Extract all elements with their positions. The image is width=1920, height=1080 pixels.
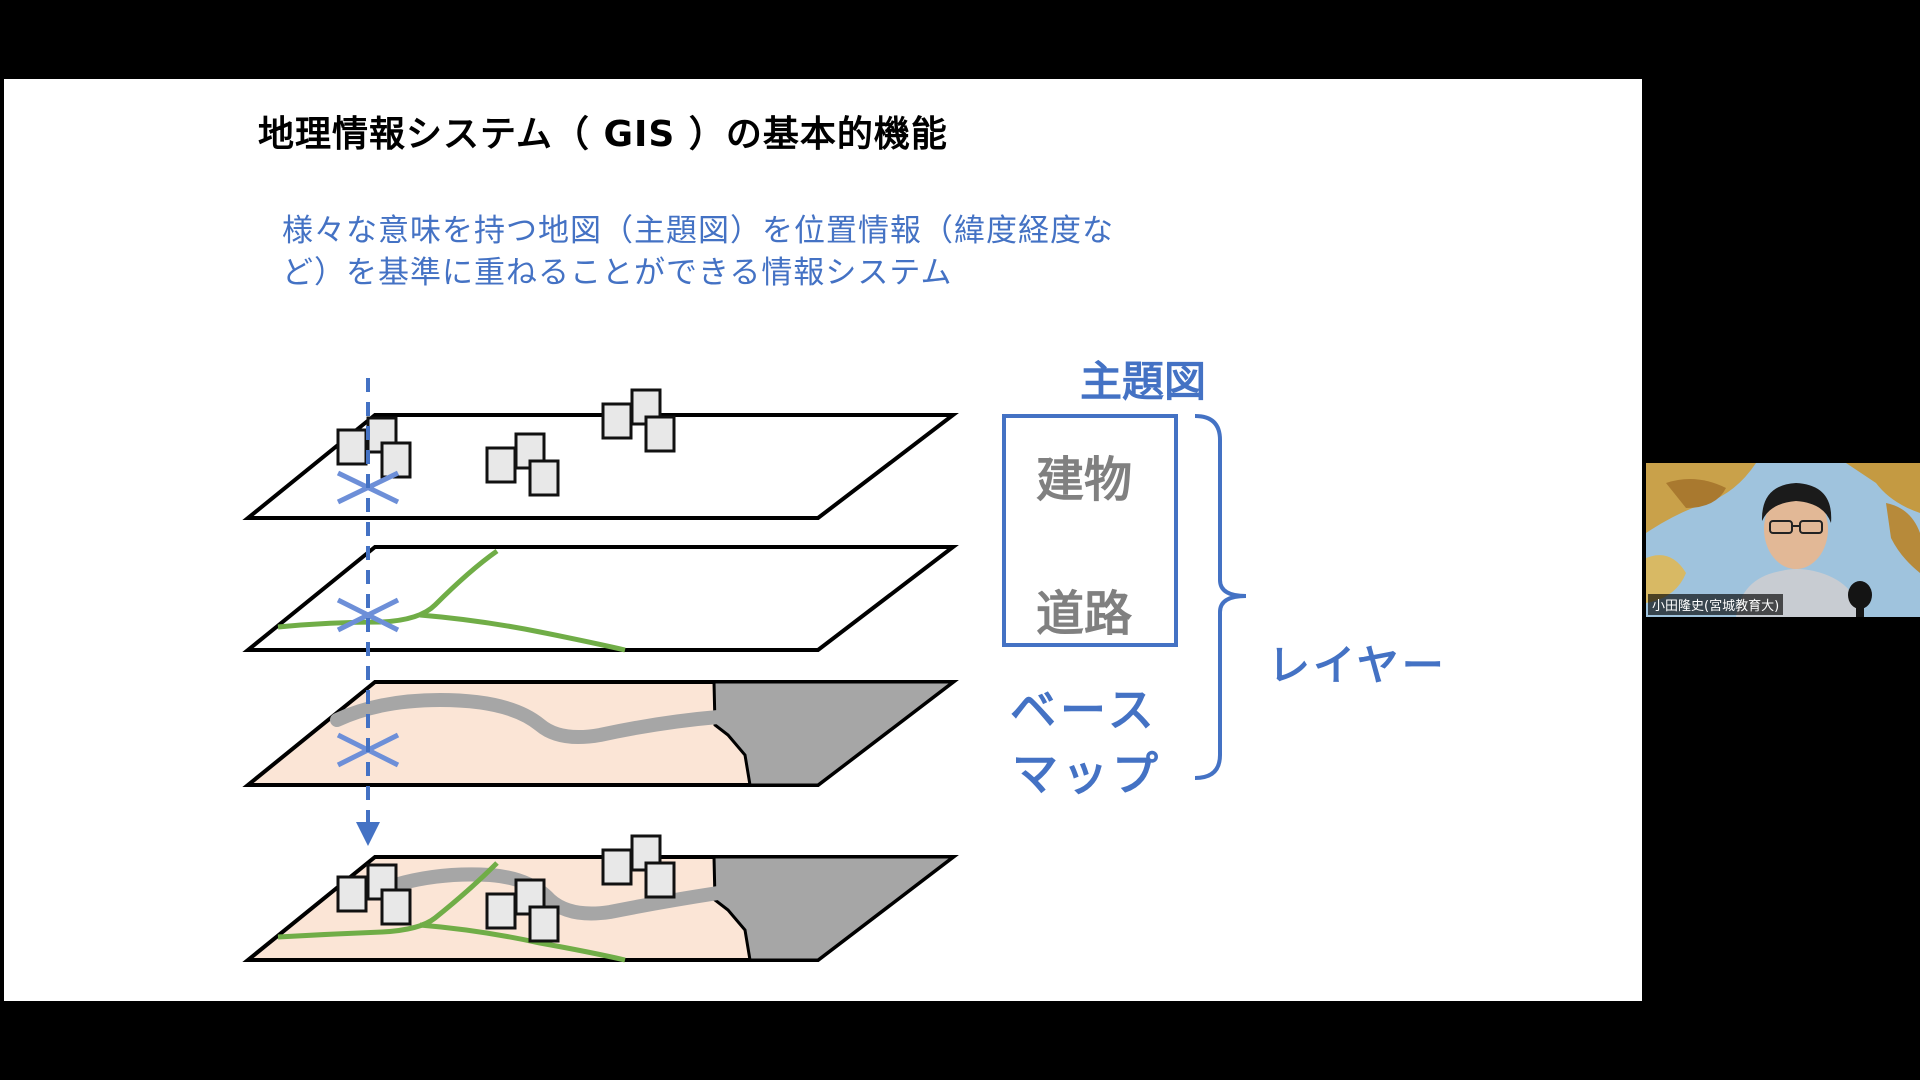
microphone-icon	[1848, 581, 1872, 609]
road-line-1	[277, 548, 499, 630]
composite-road-line-1	[277, 861, 499, 940]
label-base-map-line2: マップ	[1012, 747, 1162, 801]
participant-head	[1764, 489, 1828, 569]
arrow-head-icon	[356, 822, 380, 846]
composite-building-cluster-1	[336, 863, 412, 926]
base-map-layer	[242, 680, 959, 787]
composite-gray-area	[712, 855, 958, 962]
composite-building-cluster-2	[485, 878, 560, 943]
label-building: 建物	[1036, 452, 1133, 508]
slide-description: 様々な意味を持つ地図（主題図）を位置情報（緯度経度な ど）を基準に重ねることがで…	[282, 210, 1114, 294]
presentation-slide	[4, 79, 1642, 1001]
base-map-gray-area	[712, 680, 958, 787]
building-layer	[242, 388, 959, 520]
slide-title: 地理情報システム（ GIS ）の基本的機能	[258, 114, 948, 155]
label-layer: レイヤー	[1268, 641, 1447, 690]
composite-main-road	[388, 867, 725, 921]
composite-building-cluster-3	[601, 834, 676, 899]
building-cluster-1	[336, 416, 412, 479]
road-line-2	[419, 612, 626, 653]
layer-brace	[1194, 414, 1247, 780]
building-cluster-3	[601, 388, 676, 453]
location-reference-arrow	[356, 378, 380, 846]
composite-layer	[242, 834, 959, 963]
building-layer-plane	[242, 413, 959, 520]
participant-name-label: 小田隆史(宮城教育大)	[1648, 594, 1784, 615]
base-map-main-road	[330, 692, 725, 744]
label-road: 道路	[1036, 586, 1133, 642]
label-base-map-line1: ベース	[1010, 683, 1158, 737]
road-layer	[242, 545, 959, 653]
label-thematic-map: 主題図	[1080, 357, 1207, 406]
composite-road-line-2	[419, 922, 626, 963]
video-feed	[1646, 463, 1920, 617]
building-cluster-2	[485, 432, 560, 497]
location-cross-2	[336, 597, 400, 633]
thematic-map-box	[1002, 414, 1178, 647]
slide-description-text: 様々な意味を持つ地図（主題図）を位置情報（緯度経度な ど）を基準に重ねることがで…	[282, 213, 1114, 291]
participant-video-tile[interactable]: 小田隆史(宮城教育大)	[1646, 463, 1920, 617]
road-layer-plane	[242, 545, 959, 652]
